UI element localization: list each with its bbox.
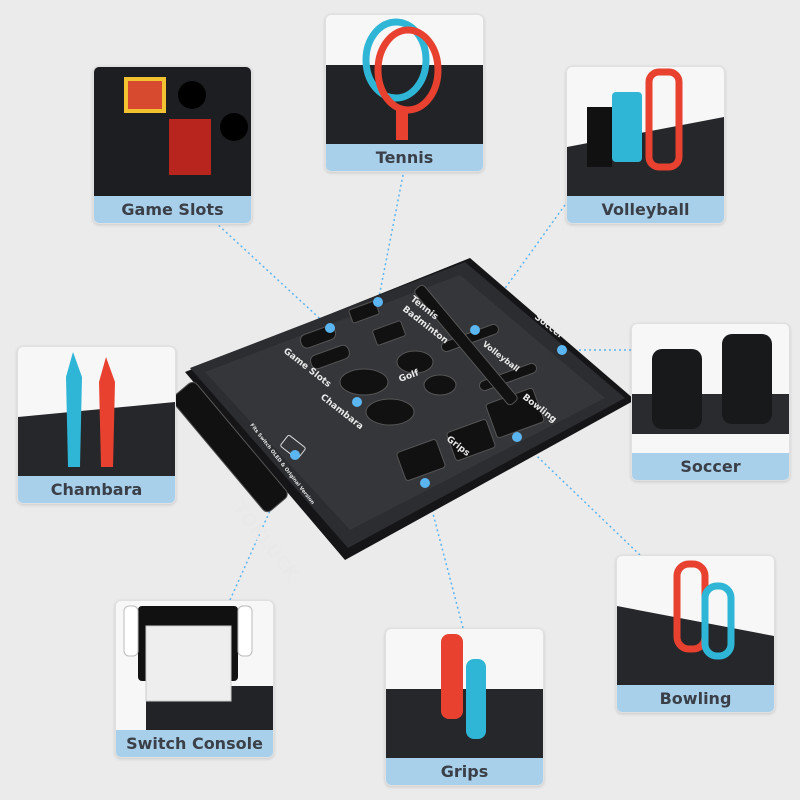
panel-game-slots: Game Slots: [93, 66, 252, 224]
panel-label: Volleyball: [567, 196, 724, 223]
panel-label: Switch Console: [116, 730, 273, 757]
game-slots-photo: [94, 67, 251, 197]
storage-tray: TOKLUCK Fits Switch OLED & Original Vers…: [172, 258, 635, 586]
chambara-sword-photo: [18, 352, 175, 477]
bowling-grip-photo: [617, 560, 774, 686]
panel-volleyball: Volleyball: [566, 66, 725, 224]
panel-label: Grips: [386, 758, 543, 785]
panel-grips: Grips: [385, 628, 544, 786]
panel-label: Chambara: [18, 476, 175, 503]
panel-label: Tennis Badminton: [326, 144, 483, 171]
switch-console-photo: [123, 605, 273, 731]
panel-chambara: Chambara: [17, 346, 176, 504]
panel-tennis-badminton: Tennis Badminton: [325, 14, 484, 172]
panel-soccer: Soccer: [631, 323, 790, 481]
callout-dots: [290, 297, 567, 488]
panel-switch-console: Switch Console: [115, 600, 274, 758]
grips-photo: [386, 634, 543, 759]
panel-label: Game Slots: [94, 196, 251, 223]
panel-label: Bowling: [617, 685, 774, 712]
panel-label: Soccer: [632, 453, 789, 480]
soccer-leg-strap-photo: [632, 334, 789, 434]
tennis-racket-photo: [326, 18, 483, 145]
switch-outline-icon: [280, 435, 306, 459]
volleyball-strap-photo: [567, 68, 724, 197]
panel-bowling: Bowling: [616, 555, 775, 713]
